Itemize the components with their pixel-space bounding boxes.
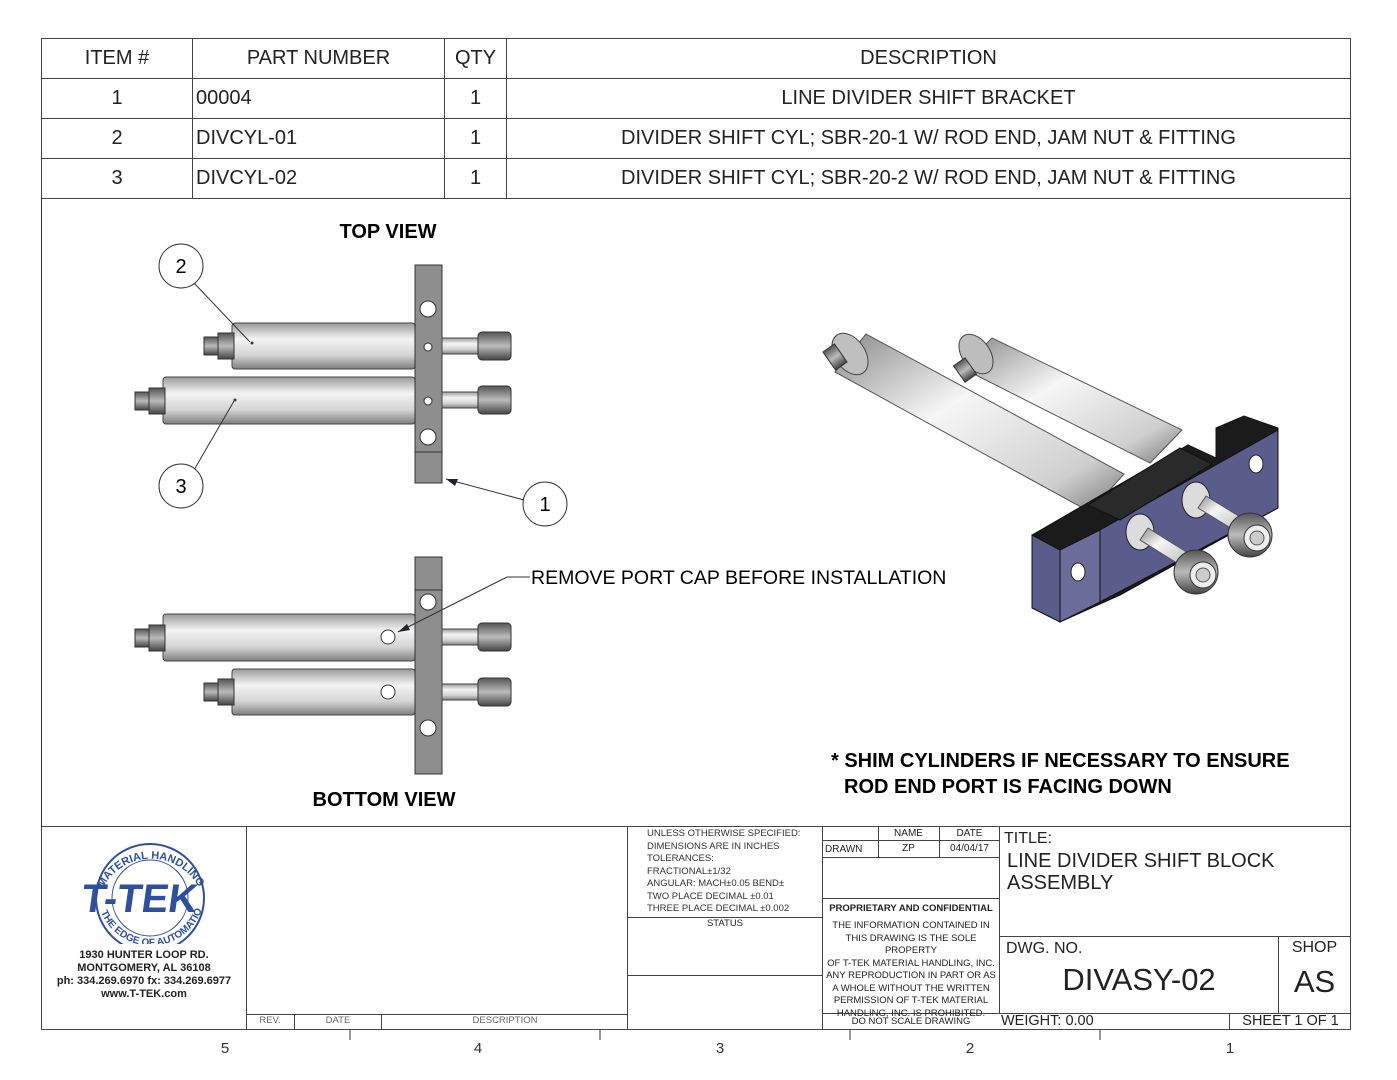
dwg-no-cell: [999, 936, 1351, 1014]
balloon-3: 3: [158, 463, 204, 509]
svg-text:5: 5: [221, 1040, 229, 1057]
bom-description: DIVIDER SHIFT CYL; SBR-20-2 W/ ROD END, …: [506, 158, 1351, 199]
proprietary-text: THE INFORMATION CONTAINED IN THIS DRAWIN…: [826, 920, 996, 1019]
cylinder-3-body: [162, 376, 416, 425]
bottom-view-label: BOTTOM VIEW: [313, 789, 456, 811]
title-block: [41, 826, 1351, 1030]
rod-end-2: [477, 331, 512, 361]
bom-part: DIVCYL-02: [192, 158, 445, 199]
svg-text:2: 2: [966, 1040, 974, 1057]
tolerances-text: UNLESS OTHERWISE SPECIFIED: DIMENSIONS A…: [647, 828, 801, 914]
svg-text:1: 1: [539, 494, 550, 516]
bom-qty: 1: [444, 158, 507, 199]
balloon-1: 1: [522, 481, 568, 527]
callout-text: REMOVE PORT CAP BEFORE INSTALLATION: [531, 567, 946, 589]
shim-note-line2: ROD END PORT IS FACING DOWN: [844, 776, 1172, 798]
revision-rev-header: REV.: [259, 1015, 281, 1026]
drawn-name-header: NAME: [894, 828, 923, 839]
drawn-date: 04/04/17: [950, 843, 989, 854]
rod-3: [441, 391, 481, 409]
company-logo: MATERIAL HANDLING, INC. THE EDGE OF AUTO…: [41, 826, 206, 944]
drawn-label: DRAWN: [825, 844, 863, 855]
top-view-label: TOP VIEW: [339, 221, 436, 243]
drawn-name: ZP: [902, 843, 915, 854]
status-label: STATUS: [706, 918, 744, 929]
no-scale-note: DO NOT SCALE DRAWING: [851, 1016, 971, 1027]
bom-header-row: ITEM # PART NUMBER QTY DESCRIPTION: [41, 38, 1351, 79]
isometric-view: [822, 332, 1279, 623]
title-label: TITLE:: [1004, 830, 1053, 847]
bracket-top: [414, 264, 443, 484]
logo-text: T-TEK: [79, 876, 201, 921]
drawing-title: LINE DIVIDER SHIFT BLOCK ASSEMBLY: [1007, 850, 1275, 894]
port-cap: [380, 629, 396, 645]
cylinder-2-point: [250, 341, 254, 345]
bottom-view: REMOVE PORT CAP BEFORE INSTALLATION BOTT…: [134, 556, 946, 811]
bracket-hole: [423, 396, 433, 406]
sheet-number: SHEET 1 OF 1: [1242, 1013, 1339, 1029]
bill-of-materials: ITEM # PART NUMBER QTY DESCRIPTION 1 000…: [41, 38, 1351, 199]
blank-cell: [627, 975, 823, 1030]
company-cell: MATERIAL HANDLING, INC. THE EDGE OF AUTO…: [41, 826, 247, 1030]
table-row: 2 DIVCYL-01 1 DIVIDER SHIFT CYL; SBR-20-…: [41, 118, 1351, 159]
bom-header-part: PART NUMBER: [192, 38, 445, 79]
revision-date-header: DATE: [325, 1015, 351, 1026]
table-row: 1 00004 1 LINE DIVIDER SHIFT BRACKET: [41, 78, 1351, 119]
cylinder-2-port: [203, 336, 219, 356]
svg-text:4: 4: [474, 1040, 482, 1057]
top-view: 2 3 1 TOP VIEW: [134, 221, 568, 527]
shim-note-line1: * SHIM CYLINDERS IF NECESSARY TO ENSURE: [831, 750, 1290, 772]
svg-text:3: 3: [716, 1040, 724, 1057]
dwg-no-label: DWG. NO.: [1006, 940, 1083, 957]
revision-description-header: DESCRIPTION: [472, 1015, 538, 1026]
table-row: 3 DIVCYL-02 1 DIVIDER SHIFT CYL; SBR-20-…: [41, 158, 1351, 199]
balloon-2: 2: [158, 243, 204, 289]
cylinder-3-fitting: [148, 387, 166, 415]
zone-markers: 5 4 3 2 1: [221, 1040, 1234, 1057]
bracket-hole: [419, 428, 437, 446]
proprietary-title: PROPRIETARY AND CONFIDENTIAL: [829, 903, 993, 914]
svg-text:1: 1: [1226, 1040, 1234, 1057]
cylinder-3-point: [233, 398, 237, 402]
drawn-date-header: DATE: [956, 828, 983, 839]
bracket-bottom: [414, 556, 443, 775]
bom-item: 3: [41, 158, 193, 199]
svg-text:3: 3: [175, 476, 186, 498]
bracket-hole: [423, 342, 433, 352]
bom-description: LINE DIVIDER SHIFT BRACKET: [506, 78, 1351, 119]
bom-qty: 1: [444, 78, 507, 119]
dwg-no: DIVASY-02: [1062, 962, 1216, 997]
rod-2: [441, 337, 481, 355]
cylinder-2-body: [231, 322, 416, 370]
bom-qty: 1: [444, 118, 507, 159]
rod-end-3: [477, 385, 512, 415]
weight: WEIGHT: 0.00: [1001, 1013, 1094, 1029]
shop-label: SHOP: [1291, 939, 1338, 956]
svg-text:2: 2: [175, 256, 186, 278]
port-cap: [380, 684, 396, 700]
cylinder-3-body: [162, 613, 416, 662]
shop-value: AS: [1293, 964, 1336, 999]
company-address: 1930 HUNTER LOOP RD. MONTGOMERY, AL 3610…: [56, 949, 232, 1000]
bom-part: DIVCYL-01: [192, 118, 445, 159]
bracket-hole: [419, 300, 437, 318]
cylinder-2-fitting: [217, 332, 235, 360]
bom-description: DIVIDER SHIFT CYL; SBR-20-1 W/ ROD END, …: [506, 118, 1351, 159]
cylinder-3-port: [134, 391, 150, 411]
